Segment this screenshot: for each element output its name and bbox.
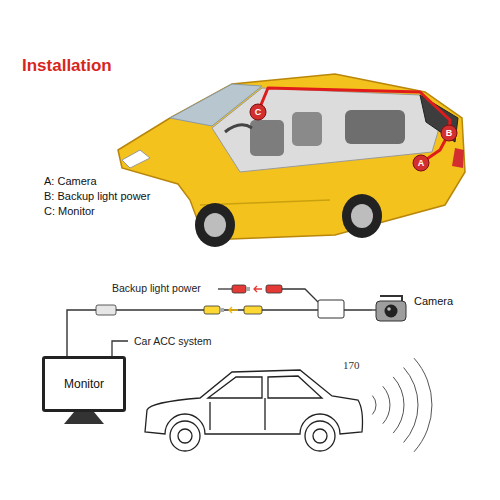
plug-tip xyxy=(246,287,250,291)
acc-wire xyxy=(112,341,128,356)
camera-lens xyxy=(385,305,398,318)
car-body xyxy=(118,74,465,240)
wheels xyxy=(195,194,382,247)
car-shell xyxy=(118,74,465,240)
sedan-outline xyxy=(145,370,363,451)
sedan-wheel xyxy=(305,421,335,451)
video-plugs xyxy=(96,300,344,318)
view-arc xyxy=(404,368,418,443)
callout-letter: C xyxy=(251,105,265,119)
callout-letter: A xyxy=(414,156,428,170)
diagram-title: Installation xyxy=(22,56,112,76)
plug-tip xyxy=(220,308,224,312)
view-arc xyxy=(383,386,390,423)
sedan-window xyxy=(268,376,322,398)
wire-label: Car ACC system xyxy=(134,335,212,347)
callout-letter: B xyxy=(442,126,456,140)
view-arcs xyxy=(372,358,432,452)
sedan-hub xyxy=(313,429,327,443)
camera-icon xyxy=(372,292,410,328)
tail-light xyxy=(452,148,464,168)
monitor-label: Monitor xyxy=(64,377,104,391)
junction-box xyxy=(318,300,344,318)
front-seat xyxy=(250,120,284,156)
monitor-stand xyxy=(64,412,104,424)
join-arrow xyxy=(254,286,262,292)
view-arc xyxy=(414,358,432,452)
rim xyxy=(204,213,226,237)
camera-cable xyxy=(258,88,450,163)
key-line: B: Backup light power xyxy=(44,190,150,202)
tire xyxy=(342,194,382,238)
windshield xyxy=(170,84,262,126)
callout-circle xyxy=(413,155,429,171)
door-line xyxy=(210,398,265,430)
yellow-plug xyxy=(244,306,262,314)
monitor-box: Monitor xyxy=(42,356,126,412)
camera-body xyxy=(376,301,406,321)
red-plug xyxy=(232,285,246,293)
key-line: A: Camera xyxy=(44,175,97,187)
front-seat xyxy=(292,112,322,146)
view-arc xyxy=(393,377,404,433)
rear-window xyxy=(420,95,458,142)
view-arc xyxy=(372,396,376,415)
headlight xyxy=(122,150,150,168)
wire-label: Backup light power xyxy=(112,282,201,294)
backup-power-wire xyxy=(218,285,318,302)
callout-circle xyxy=(441,125,457,141)
rear-seat xyxy=(345,110,405,144)
tire xyxy=(195,203,235,247)
rim xyxy=(351,204,373,228)
wire xyxy=(218,288,232,289)
view-angle: 170 xyxy=(343,359,360,371)
camera-node: Camera xyxy=(372,292,453,328)
yellow-plug xyxy=(204,306,220,314)
callout-circles xyxy=(250,104,457,171)
sedan-window xyxy=(208,377,262,398)
join-arrow xyxy=(229,307,238,313)
camera-lead xyxy=(372,309,376,310)
key-line: C: Monitor xyxy=(44,205,95,217)
red-plug xyxy=(266,285,282,293)
sedan-hub xyxy=(178,429,192,443)
sedan-wheel xyxy=(170,421,200,451)
wire xyxy=(282,289,318,302)
camera-bracket xyxy=(380,296,402,301)
steering-wheel xyxy=(225,125,252,132)
monitor-plug xyxy=(96,305,116,315)
lens-glint xyxy=(387,307,391,311)
cabin xyxy=(212,88,440,172)
camera-label: Camera xyxy=(414,295,453,307)
callout-circle xyxy=(250,104,266,120)
